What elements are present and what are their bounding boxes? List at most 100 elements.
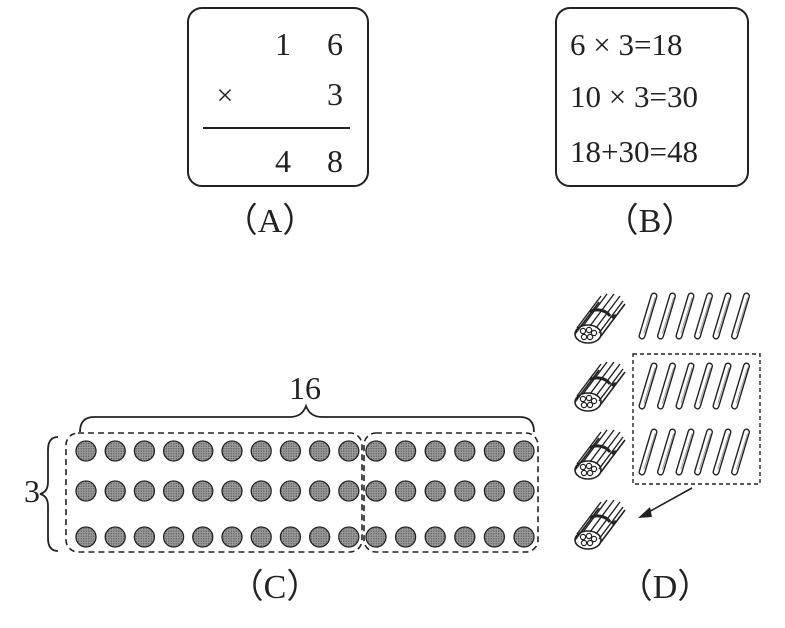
loose-stick — [661, 366, 674, 406]
multiply-operator: × — [217, 79, 234, 112]
new-bundle — [573, 498, 627, 551]
dot — [133, 480, 156, 502]
loose-stick — [679, 432, 692, 472]
equation-line-1: 6 × 3=18 — [570, 27, 682, 62]
loose-stick — [735, 296, 748, 336]
dot — [162, 480, 185, 502]
dot — [75, 480, 97, 502]
columns-count-label: 16 — [289, 370, 321, 406]
loose-stick — [698, 432, 711, 472]
panel-b-label: （B） — [605, 202, 696, 240]
dot — [279, 526, 302, 548]
loose-stick — [642, 296, 655, 336]
dot — [454, 480, 476, 502]
dot — [308, 526, 331, 548]
panel-c: 16 3 （C） — [24, 370, 539, 606]
dot — [365, 480, 387, 502]
dot — [513, 480, 535, 502]
dot — [75, 526, 97, 548]
dot — [308, 480, 331, 502]
dot — [513, 440, 535, 462]
dot — [454, 526, 476, 548]
rows-count-label: 3 — [24, 473, 40, 509]
dot — [483, 480, 506, 502]
dot — [250, 480, 272, 502]
dot-array — [75, 440, 535, 548]
loose-stick — [661, 432, 674, 472]
dot — [221, 440, 243, 462]
regroup-arrow — [644, 487, 693, 515]
dot — [192, 440, 214, 462]
left-brace — [39, 436, 59, 552]
loose-stick — [716, 432, 729, 472]
dot — [279, 440, 302, 462]
dot — [483, 526, 506, 548]
dot — [75, 440, 97, 462]
dot — [279, 480, 302, 502]
dot — [394, 440, 417, 462]
dot — [162, 526, 185, 548]
loose-stick — [698, 366, 711, 406]
dot — [192, 480, 214, 502]
loose-stick — [642, 432, 655, 472]
panel-c-label: （C） — [230, 568, 321, 606]
dot — [104, 480, 126, 502]
dot — [192, 526, 214, 548]
dot — [250, 440, 272, 462]
loose-stick — [716, 296, 729, 336]
panel-a-box — [187, 7, 369, 187]
dot — [221, 480, 243, 502]
dot — [424, 526, 446, 548]
dot — [338, 526, 360, 548]
left-group-frame — [65, 432, 363, 553]
loose-stick — [679, 296, 692, 336]
product-ones: 8 — [327, 143, 343, 179]
panel-d: （D） — [573, 292, 761, 606]
multiplier: 3 — [327, 76, 343, 112]
dot — [513, 526, 535, 548]
panel-b-box — [555, 7, 749, 187]
panel-a: 1 6 × 3 4 8 （A） — [187, 7, 369, 240]
dot — [133, 440, 156, 462]
dot — [394, 526, 417, 548]
multiplicand-tens: 1 — [275, 26, 291, 62]
equation-line-3: 18+30=48 — [570, 134, 698, 169]
panel-a-label: （A） — [224, 202, 317, 240]
equation-line-2: 10 × 3=30 — [570, 79, 698, 114]
regroup-arrowhead-icon — [638, 507, 652, 518]
bundle-of-ten — [573, 292, 627, 345]
loose-stick — [698, 296, 711, 336]
bundles-of-ten — [573, 292, 627, 481]
loose-stick — [735, 432, 748, 472]
dot — [338, 480, 360, 502]
dot — [338, 440, 360, 462]
right-group-frame — [363, 432, 539, 553]
regroup-frame — [632, 353, 761, 485]
bundle-of-ten — [573, 360, 627, 413]
loose-stick — [661, 296, 674, 336]
dot — [162, 440, 185, 462]
dot — [308, 440, 331, 462]
loose-stick — [735, 366, 748, 406]
product-tens: 4 — [275, 143, 291, 179]
top-brace — [79, 403, 535, 433]
dot — [365, 526, 387, 548]
bundle-of-ten — [573, 428, 627, 481]
dot — [454, 440, 476, 462]
dot — [221, 526, 243, 548]
loose-stick — [679, 366, 692, 406]
panel-b: 6 × 3=18 10 × 3=30 18+30=48 （B） — [555, 7, 749, 240]
dot — [365, 440, 387, 462]
loose-sticks — [642, 296, 748, 472]
loose-stick — [716, 366, 729, 406]
multiplicand-ones: 6 — [327, 26, 343, 62]
dot — [133, 526, 156, 548]
panel-d-label: （D） — [619, 568, 712, 606]
dot — [483, 440, 506, 462]
dot — [250, 526, 272, 548]
dot — [424, 480, 446, 502]
dot — [394, 480, 417, 502]
loose-stick — [642, 366, 655, 406]
dot — [424, 440, 446, 462]
